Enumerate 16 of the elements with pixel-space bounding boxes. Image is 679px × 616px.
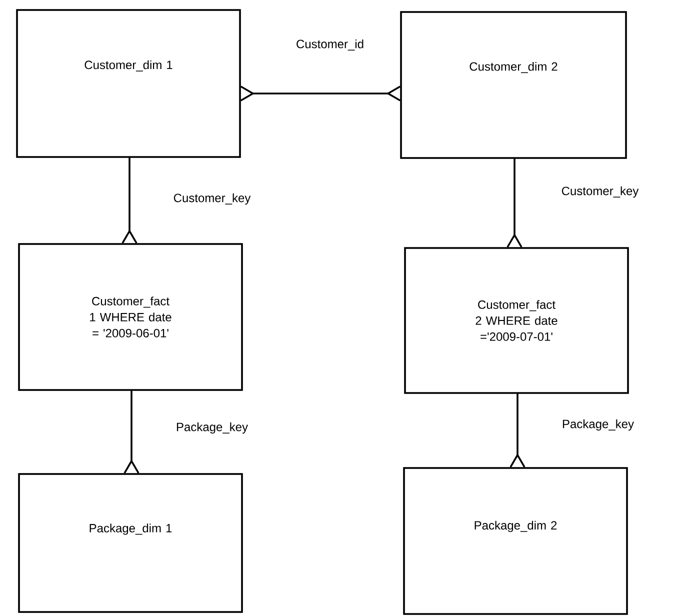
- edge-label: Package_key: [560, 418, 636, 432]
- relationship-line: [240, 86, 401, 102]
- relationship-line: [122, 157, 138, 244]
- relationship-line: [510, 393, 526, 468]
- entity-box: Customer_fact 2 WHERE date ='2009-07-01': [404, 247, 629, 394]
- entity-box: Customer_dim 2: [400, 11, 627, 159]
- entity-box: Customer_fact 1 WHERE date = '2009-06-01': [18, 243, 243, 391]
- entity-box: Customer_dim 1: [16, 9, 241, 158]
- edge-label: Package_key: [174, 421, 250, 435]
- relationship-line: [506, 158, 522, 248]
- relationship-line: [124, 390, 140, 474]
- entity-box: Package_dim 1: [18, 473, 243, 613]
- edge-label: Customer_key: [560, 185, 640, 199]
- edge-label: Customer_key: [172, 192, 252, 206]
- edge-label: Customer_id: [295, 38, 366, 52]
- entity-box: Package_dim 2: [403, 467, 628, 615]
